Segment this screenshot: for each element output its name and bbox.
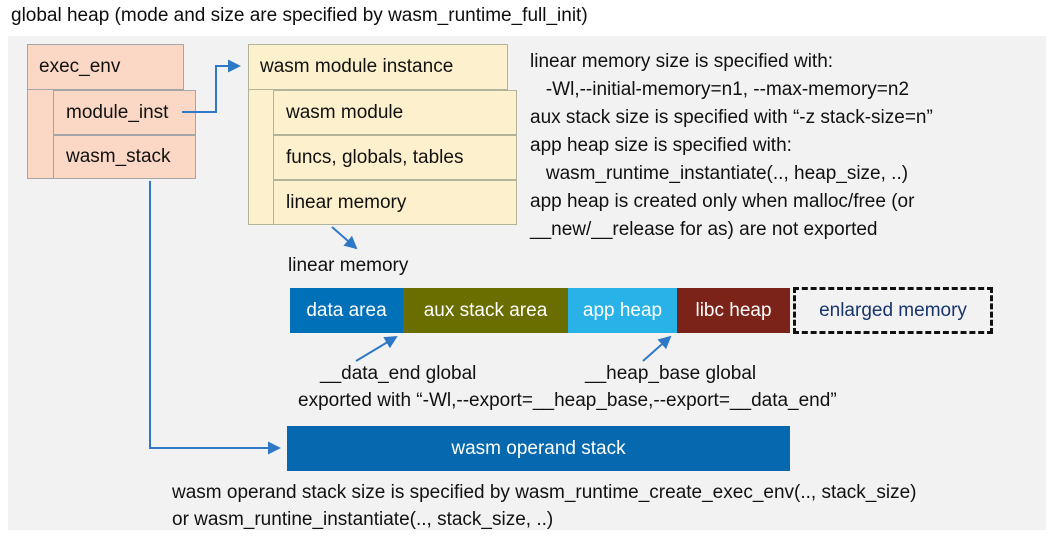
diagram-title: global heap (mode and size are specified… — [11, 5, 588, 26]
wasm-operand-stack-bar: wasm operand stack — [287, 426, 790, 471]
note-line: aux stack size is specified with “-z sta… — [530, 107, 933, 128]
exec-env-title: exec_env — [27, 44, 184, 90]
segment-libc-heap: libc heap — [677, 288, 790, 333]
linear-memory-box-label: linear memory — [286, 191, 407, 213]
segment-data-area: data area — [290, 288, 403, 333]
export-note: exported with “-Wl,--export=__heap_base,… — [298, 390, 837, 411]
linear-memory-bar-label: linear memory — [288, 255, 409, 276]
note-line: linear memory size is specified with: — [530, 51, 834, 72]
segment-libc-heap-label: libc heap — [695, 299, 772, 321]
segment-app-heap-label: app heap — [582, 299, 663, 321]
operand-stack-note-line: wasm operand stack size is specified by … — [172, 482, 917, 503]
note-line: -Wl,--initial-memory=n1, --max-memory=n2 — [530, 79, 910, 100]
note-line: __new/__release for as) are not exported — [530, 219, 878, 240]
funcs-globals-tables-label: funcs, globals, tables — [286, 146, 464, 168]
note-line: app heap is created only when malloc/fre… — [530, 191, 915, 212]
segment-enlarged-memory: enlarged memory — [793, 287, 993, 334]
segment-enlarged-memory-label: enlarged memory — [819, 299, 967, 321]
module-inst-box: module_inst — [53, 90, 196, 135]
data-end-global-label: __data_end global — [320, 363, 477, 384]
note-line: app heap size is specified with: — [530, 135, 792, 156]
heap-base-global-label: __heap_base global — [585, 363, 757, 384]
operand-stack-note-line: or wasm_runtine_instantiate(.., stack_si… — [172, 509, 554, 530]
segment-aux-stack-area: aux stack area — [403, 288, 568, 333]
module-inst-label: module_inst — [66, 101, 169, 123]
operand-stack-note: wasm operand stack size is specified by … — [172, 479, 917, 533]
funcs-globals-tables-box: funcs, globals, tables — [273, 135, 517, 180]
wasm-stack-box: wasm_stack — [53, 135, 196, 179]
size-notes: linear memory size is specified with: -W… — [530, 48, 1042, 244]
note-line: wasm_runtime_instantiate(.., heap_size, … — [530, 163, 909, 184]
wasm-operand-stack-label: wasm operand stack — [451, 437, 626, 459]
wasm-module-label: wasm module — [286, 101, 404, 123]
wasm-module-box: wasm module — [273, 90, 517, 135]
segment-data-area-label: data area — [306, 299, 387, 321]
wasm-module-instance-title: wasm module instance — [248, 44, 508, 90]
wasm-stack-label: wasm_stack — [66, 146, 171, 167]
linear-memory-box: linear memory — [273, 180, 517, 225]
segment-aux-stack-area-label: aux stack area — [423, 299, 548, 321]
segment-app-heap: app heap — [568, 288, 677, 333]
